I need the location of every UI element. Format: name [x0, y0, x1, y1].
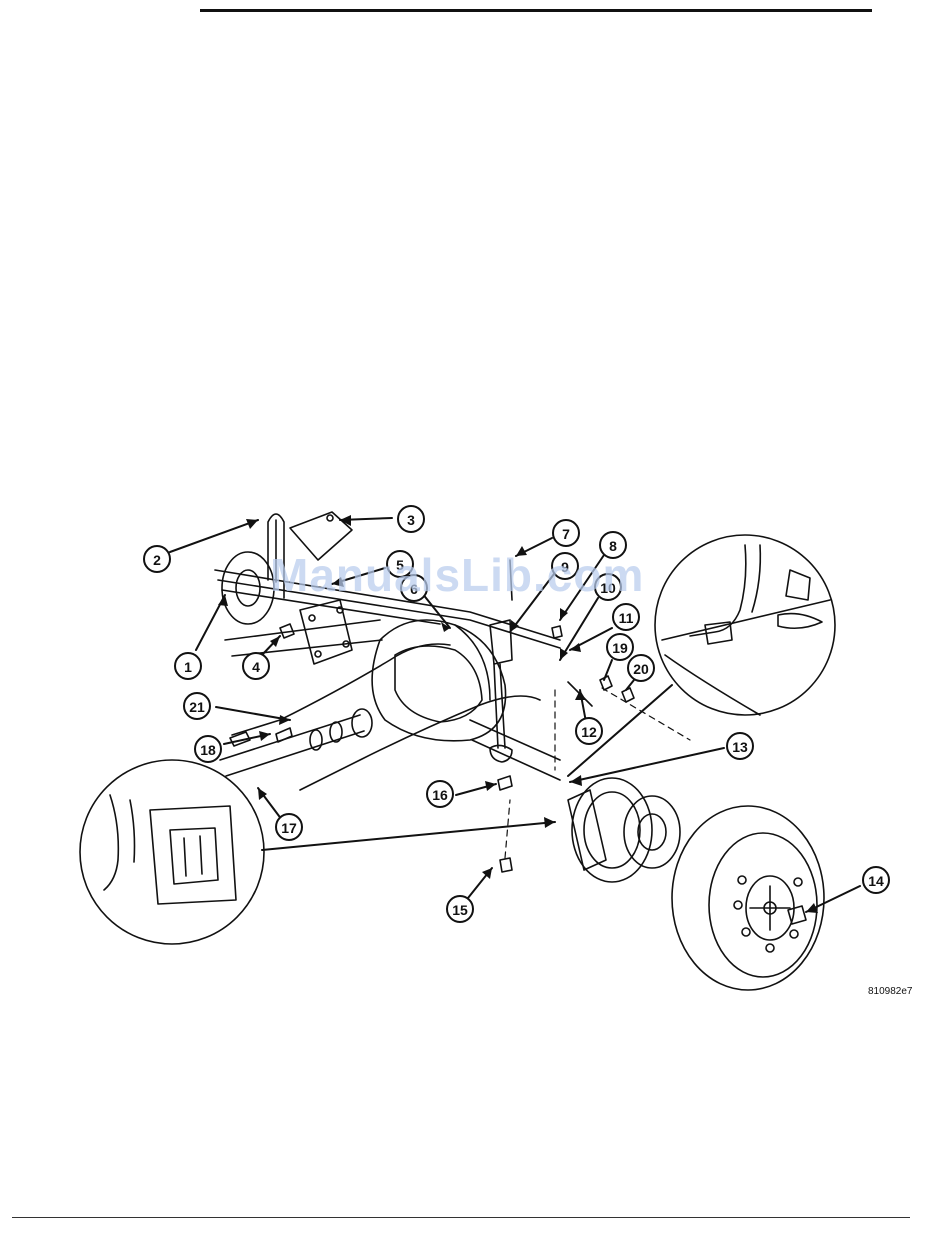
callout-number: 14	[868, 873, 884, 889]
callout-2: 2	[144, 546, 170, 572]
callout-number: 2	[153, 552, 161, 568]
callout-1: 1	[175, 653, 201, 679]
detail-view-caliper	[80, 760, 264, 944]
callout-7: 7	[553, 520, 579, 546]
callout-6: 6	[401, 575, 427, 601]
callout-21: 21	[184, 693, 210, 719]
callout-number: 16	[432, 787, 448, 803]
callout-18: 18	[195, 736, 221, 762]
callout-number: 7	[562, 526, 570, 542]
callout-number: 13	[732, 739, 748, 755]
callout-number: 17	[281, 820, 297, 836]
leaf-spring	[215, 570, 560, 648]
callout-number: 10	[600, 580, 616, 596]
callout-19: 19	[607, 634, 633, 660]
callout-number: 6	[410, 581, 418, 597]
callout-3: 3	[398, 506, 424, 532]
callout-number: 20	[633, 661, 649, 677]
callout-14: 14	[863, 867, 889, 893]
callout-8: 8	[600, 532, 626, 558]
callout-number: 15	[452, 902, 468, 918]
figure-code: 810982e7	[868, 986, 913, 997]
callout-number: 3	[407, 512, 415, 528]
callout-number: 8	[609, 538, 617, 554]
callout-16: 16	[427, 781, 453, 807]
callout-9: 9	[552, 553, 578, 579]
callout-number: 9	[561, 559, 569, 575]
callout-12: 12	[576, 718, 602, 744]
u-bolt	[268, 514, 284, 598]
callout-11: 11	[613, 604, 639, 630]
callout-20: 20	[628, 655, 654, 681]
callout-15: 15	[447, 896, 473, 922]
callout-17: 17	[276, 814, 302, 840]
callout-number: 18	[200, 742, 216, 758]
callout-number: 11	[619, 610, 634, 626]
callout-5: 5	[387, 551, 413, 577]
callout-number: 4	[252, 659, 260, 675]
callout-4: 4	[243, 653, 269, 679]
callout-number: 21	[189, 699, 205, 715]
callout-number: 5	[396, 557, 404, 573]
fasteners	[276, 626, 806, 924]
callout-10: 10	[595, 574, 621, 600]
right-hub-rotor	[568, 778, 680, 882]
detail-view-brake-line	[655, 535, 835, 715]
shock-absorber	[490, 560, 512, 762]
callout-number: 12	[581, 724, 597, 740]
footer-rule	[12, 1217, 910, 1218]
callout-number: 1	[184, 659, 192, 675]
dashed-leaders	[505, 688, 690, 858]
callout-13: 13	[727, 733, 753, 759]
callout-number: 19	[612, 640, 628, 656]
wheel-tire	[672, 806, 824, 990]
